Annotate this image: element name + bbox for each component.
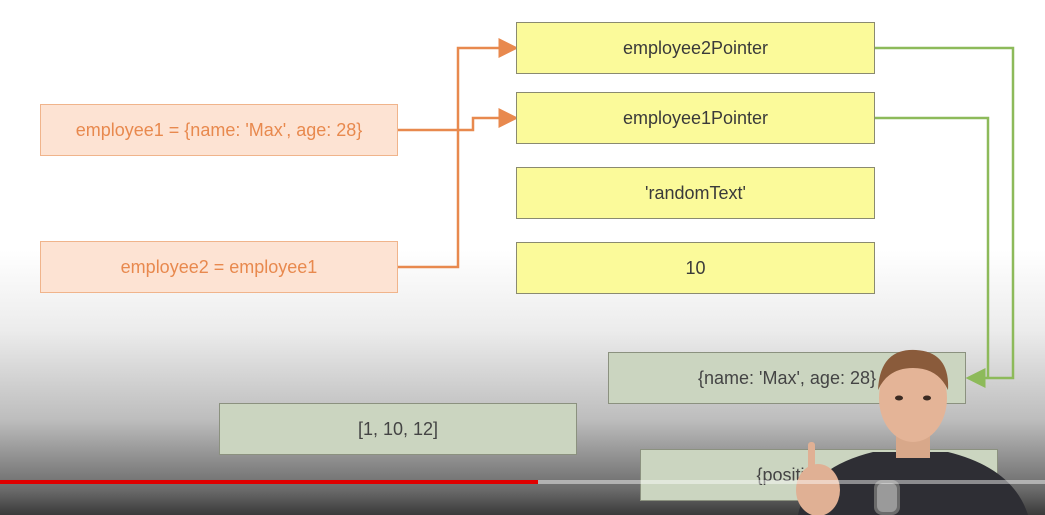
number-value: 10 — [685, 257, 706, 278]
employee2-declaration-box: employee2 = employee1 — [40, 241, 398, 293]
employee2-pointer-text: employee2Pointer — [622, 37, 769, 58]
employee2-pointer-box: employee2Pointer — [516, 22, 875, 74]
number-box: 10 — [516, 242, 875, 294]
employee1-pointer-text: employee1Pointer — [622, 107, 769, 128]
employee1-declaration-text: employee1 = {name: 'Max', age: 28} — [75, 119, 363, 140]
employee1-pointer-box: employee1Pointer — [516, 92, 875, 144]
video-progress-fill — [0, 480, 539, 484]
arrow-employee1-to-pointer — [398, 108, 519, 132]
heap-array-text: [1, 10, 12] — [357, 418, 439, 439]
random-text-box: 'randomText' — [516, 167, 875, 219]
arrow-pointer2-to-object — [875, 46, 1015, 388]
video-progress-bar[interactable] — [0, 480, 1045, 484]
arrow-employee2-to-pointer — [398, 38, 519, 269]
arrow-pointer1-to-object — [875, 116, 990, 378]
employee1-declaration-box: employee1 = {name: 'Max', age: 28} — [40, 104, 398, 156]
presenter-webcam-overlay — [796, 349, 1028, 515]
random-text-value: 'randomText' — [645, 182, 746, 203]
heap-object-text: {name: 'Max', age: 28} — [698, 367, 876, 388]
employee2-declaration-text: employee2 = employee1 — [120, 256, 318, 277]
heap-array-box: [1, 10, 12] — [219, 403, 577, 455]
